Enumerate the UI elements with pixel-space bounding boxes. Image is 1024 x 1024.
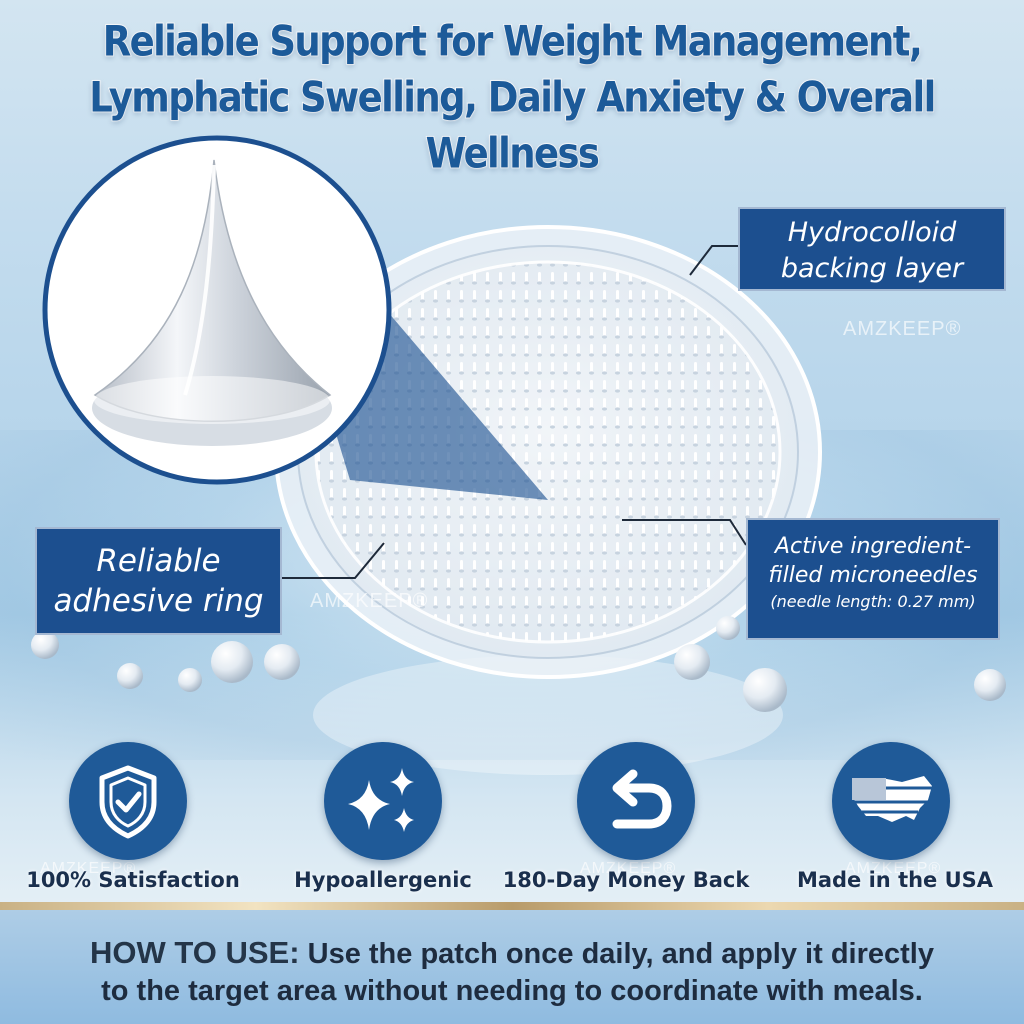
how-to-use-line-1: Use the patch once daily, and apply it d… [307,938,934,970]
headline-line-1: Reliable Support for Weight Management, [102,16,924,66]
how-to-use-line-2: to the target area without needing to co… [101,975,923,1007]
headline-line-2: Lymphatic Swelling, Daily Anxiety & Over… [88,72,937,178]
badge-label-money-back: 180-Day Money Back [502,868,750,892]
callout-adhesive-ring: Reliable adhesive ring [35,527,282,635]
leader-adhesive [282,542,385,579]
callout-hydrocolloid-line-1: Hydrocolloid [787,217,957,248]
callout-hydrocolloid: Hydrocolloid backing layer [738,207,1006,291]
callout-adhesive-line-2: adhesive ring [53,583,264,619]
callout-microneedles-note: (needle length: 0.27 mm) [770,592,976,611]
gold-divider [0,902,1024,910]
how-to-use-text: HOW TO USE: Use the patch once daily, an… [0,934,1024,1010]
single-microneedle-closeup [92,159,332,446]
badge-label-satisfaction: 100% Satisfaction [26,868,240,892]
return-arrow-icon [612,769,672,829]
callout-adhesive-line-1: Reliable [96,543,221,579]
microneedle-array [316,262,780,642]
watermark: AMZKEEP® [845,860,942,877]
usa-flag-map-icon [852,776,932,822]
watermark: AMZKEEP® [40,860,137,877]
pearls [31,616,1006,712]
how-to-use-panel: HOW TO USE: Use the patch once daily, an… [0,910,1024,1024]
leader-hydrocolloid [689,245,738,276]
shield-check-icon [99,765,157,839]
sparkles-icon [348,768,414,832]
callout-hydrocolloid-line-2: backing layer [780,253,964,284]
how-to-use-heading: HOW TO USE: [90,935,300,970]
watermark: AMZKEEP® [310,590,429,612]
watermark: AMZKEEP® [843,318,962,340]
badge-hypoallergenic [324,742,442,860]
callout-microneedles: Active ingredient- filled microneedles (… [746,518,1000,640]
badge-made-in-usa [832,742,950,860]
badge-label-hypoallergenic: Hypoallergenic [294,868,472,892]
leader-microneedles [622,519,747,546]
watermark: AMZKEEP® [580,860,677,877]
callout-microneedles-line-2: filled microneedles [768,563,978,588]
badge-satisfaction [69,742,187,860]
badge-label-made-in-usa: Made in the USA [796,868,994,892]
callout-microneedles-line-1: Active ingredient- [774,534,972,559]
badge-money-back [577,742,695,860]
headline: Reliable Support for Weight Management, … [0,14,1024,182]
patch-reflection [313,655,783,775]
